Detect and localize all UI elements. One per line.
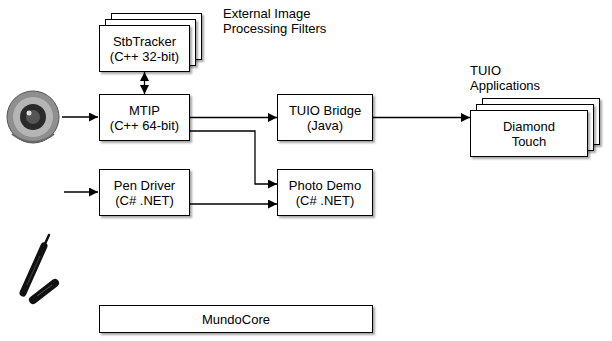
- camera-arrow: [62, 116, 98, 117]
- group-heading: External Image Processing Filters: [223, 6, 373, 36]
- text-line: (Java): [307, 118, 343, 133]
- box-label: Photo Demo (C# .NET): [289, 178, 361, 208]
- text-line: MTIP: [129, 103, 160, 118]
- pen-arrow: [64, 191, 98, 192]
- camera-icon: [7, 91, 59, 143]
- text-line: (C++ 64-bit): [110, 118, 179, 133]
- box-label: StbTracker (C++ 32-bit): [110, 34, 179, 64]
- text-line: Touch: [512, 134, 547, 149]
- box-label: Diamond Touch: [503, 119, 555, 149]
- box-label: Pen Driver (C# .NET): [114, 178, 175, 208]
- text-line: Pen Driver: [114, 178, 175, 193]
- connector-arrow: [144, 72, 145, 94]
- connector-arrow: [373, 117, 470, 118]
- filter-box: External Image Processing FiltersStbTrac…: [99, 25, 190, 72]
- demo-box: Photo Demo (C# .NET): [277, 169, 373, 216]
- process-box: MTIP (C++ 64-bit): [99, 94, 190, 141]
- pen-icon: [23, 235, 55, 300]
- text-line: (C# .NET): [296, 193, 355, 208]
- text-line: Photo Demo: [289, 178, 361, 193]
- driver-box: Pen Driver (C# .NET): [99, 169, 190, 216]
- text-line: TUIO Bridge: [289, 103, 361, 118]
- box-label: MundoCore: [202, 312, 270, 327]
- text-line: Diamond: [503, 119, 555, 134]
- text-line: (C++ 32-bit): [110, 49, 179, 64]
- bridge-box: TUIO Bridge (Java): [277, 94, 373, 141]
- connector-arrow: [190, 117, 277, 118]
- connector-arrow: [190, 203, 277, 204]
- application-box: TUIO ApplicationsDiamond Touch: [470, 110, 588, 157]
- middleware-bar: MundoCore: [99, 305, 373, 333]
- connector-arrow: [190, 131, 277, 184]
- text-line: Applications: [470, 78, 540, 93]
- text-line: TUIO: [470, 63, 501, 78]
- box-label: TUIO Bridge (Java): [289, 103, 361, 133]
- text-line: StbTracker: [113, 34, 176, 49]
- text-line: MundoCore: [202, 312, 270, 327]
- box-label: MTIP (C++ 64-bit): [110, 103, 179, 133]
- text-line: (C# .NET): [115, 193, 174, 208]
- group-heading: TUIO Applications: [470, 63, 580, 93]
- text-line: External Image: [223, 6, 310, 21]
- text-line: Processing Filters: [223, 21, 326, 36]
